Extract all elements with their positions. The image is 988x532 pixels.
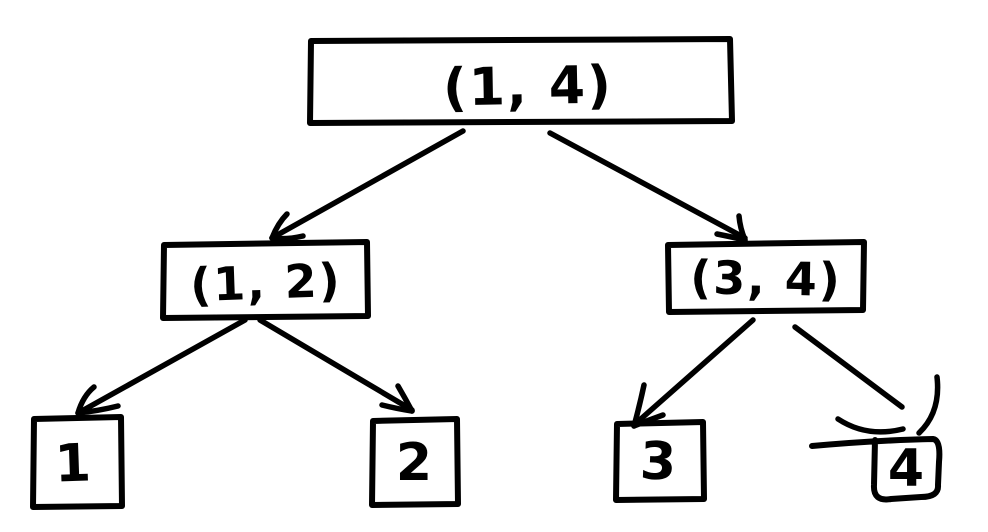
edge-line <box>792 324 905 410</box>
node-leaf-4-label: 4 <box>888 439 924 499</box>
edge-line <box>631 317 756 428</box>
edge-right-child-to-leaf-4 <box>792 324 941 436</box>
arrowhead-icon <box>835 416 906 435</box>
edge-line <box>77 317 248 415</box>
arrowhead-icon <box>75 403 121 416</box>
node-leaf-1-label: 1 <box>54 433 92 494</box>
arrowhead-icon <box>269 233 306 242</box>
node-leaf-1-box <box>30 414 125 510</box>
edge-line <box>547 130 748 241</box>
arrowhead-icon <box>379 402 415 414</box>
node-right-child-label: (3, 4) <box>690 250 842 307</box>
edge-line <box>269 128 466 241</box>
arrowhead-icon <box>75 384 97 416</box>
node-leaf-2-box <box>369 416 461 508</box>
node-root-label: (1, 4) <box>443 56 614 119</box>
arrowhead-icon <box>269 211 290 241</box>
edge-root-to-right-child <box>547 130 748 243</box>
node-leaf-2-label: 2 <box>396 433 432 493</box>
node-right-child-box <box>665 239 867 315</box>
edge-line <box>257 317 415 413</box>
node-leaf-3-label: 3 <box>639 431 677 492</box>
arrowhead-icon <box>916 374 941 436</box>
node-left-child-label: (1, 2) <box>189 253 342 312</box>
node-left-child-box <box>160 239 371 321</box>
edge-left-child-to-leaf-1 <box>75 317 248 416</box>
node-leaf-4-box <box>809 436 943 503</box>
edge-right-child-to-leaf-3 <box>631 317 756 429</box>
node-leaf-3-box <box>613 419 707 503</box>
node-root-box <box>307 36 735 126</box>
edge-root-to-left-child <box>269 128 466 242</box>
edge-left-child-to-leaf-2 <box>257 317 415 414</box>
arrowhead-icon <box>714 231 748 243</box>
